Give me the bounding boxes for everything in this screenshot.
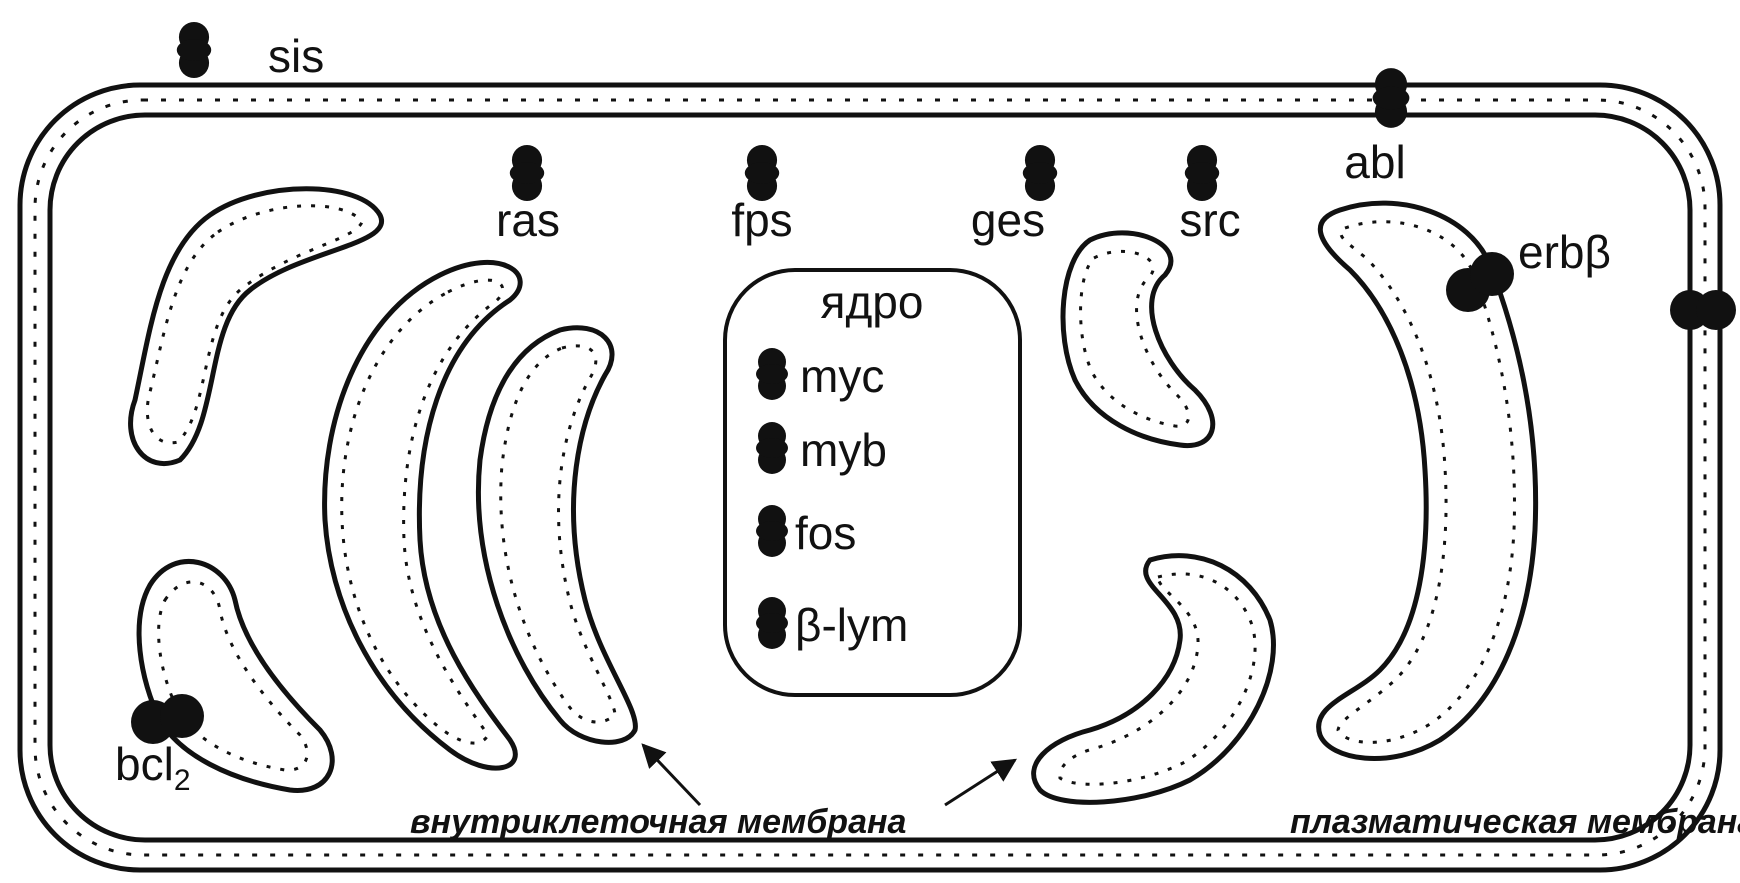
caption-intracellular-membrane: внутриклеточная мембрана [410,803,906,841]
organelle-right-bottom [1034,556,1274,803]
myb-blob-icon [756,422,788,474]
fos-blob-icon [756,505,788,557]
sis-marker: sis [177,22,324,82]
ges-blob-icon [1023,145,1057,201]
label-sis: sis [268,30,324,82]
myc-blob-icon [756,348,788,400]
label-ges: ges [971,194,1045,246]
fps-blob-icon [745,145,779,201]
label-bcl-subscript: 2 [174,764,191,797]
label-src: src [1179,194,1240,246]
label-fps: fps [731,194,792,246]
gene-fos: fos [795,507,856,559]
blym-blob-icon [756,597,788,649]
label-abl: abl [1344,136,1405,188]
label-erb: erbβ [1518,226,1611,278]
organelle-left-middle [478,328,635,743]
nucleus-title: ядро [821,276,924,328]
caption-plasma-membrane: плазматическая мембрана [1290,803,1740,841]
sis-blob-icon [177,22,211,78]
label-ras: ras [496,194,560,246]
bcl-blob-icon [131,694,204,744]
gene-myc: myc [800,350,884,402]
ras-blob-icon [510,145,544,201]
gene-myb: myb [800,424,887,476]
arrow-left [643,745,700,805]
organelle-top-left [131,189,382,464]
src-blob-icon [1185,145,1219,201]
abl-blob-icon [1373,68,1410,128]
erb-membrane-blob-icon [1670,290,1736,330]
organelle-right-small [1063,233,1213,446]
gene-b-lym: β-lym [795,599,908,651]
organelle-left-large [325,262,521,768]
nucleus: ядро myc myb fos β-lym [725,270,1020,695]
arrow-right [945,760,1015,805]
captions: внутриклеточная мембрана плазматическая … [410,745,1740,841]
label-bcl: bcl2 [115,738,191,797]
